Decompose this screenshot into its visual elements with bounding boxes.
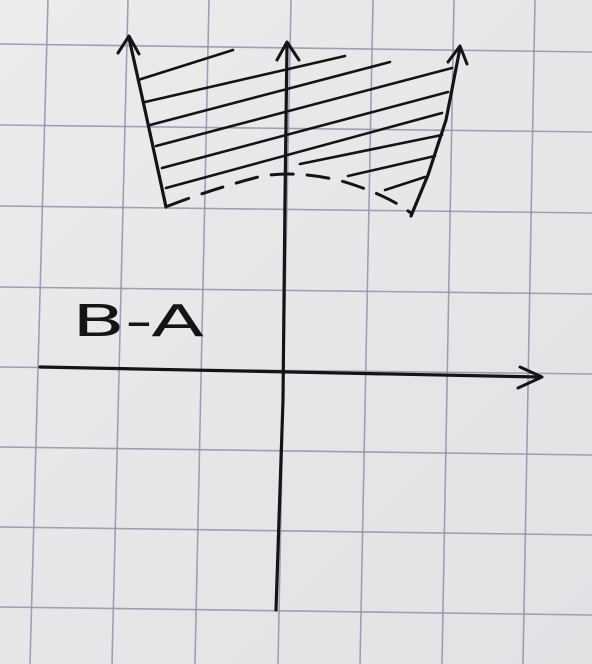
diagram-label: B-A	[72, 296, 204, 347]
shaded-region-outline	[116, 34, 469, 218]
horizontal-axis	[38, 365, 544, 390]
vertical-axis	[274, 40, 301, 612]
hatching-lines	[136, 48, 454, 192]
